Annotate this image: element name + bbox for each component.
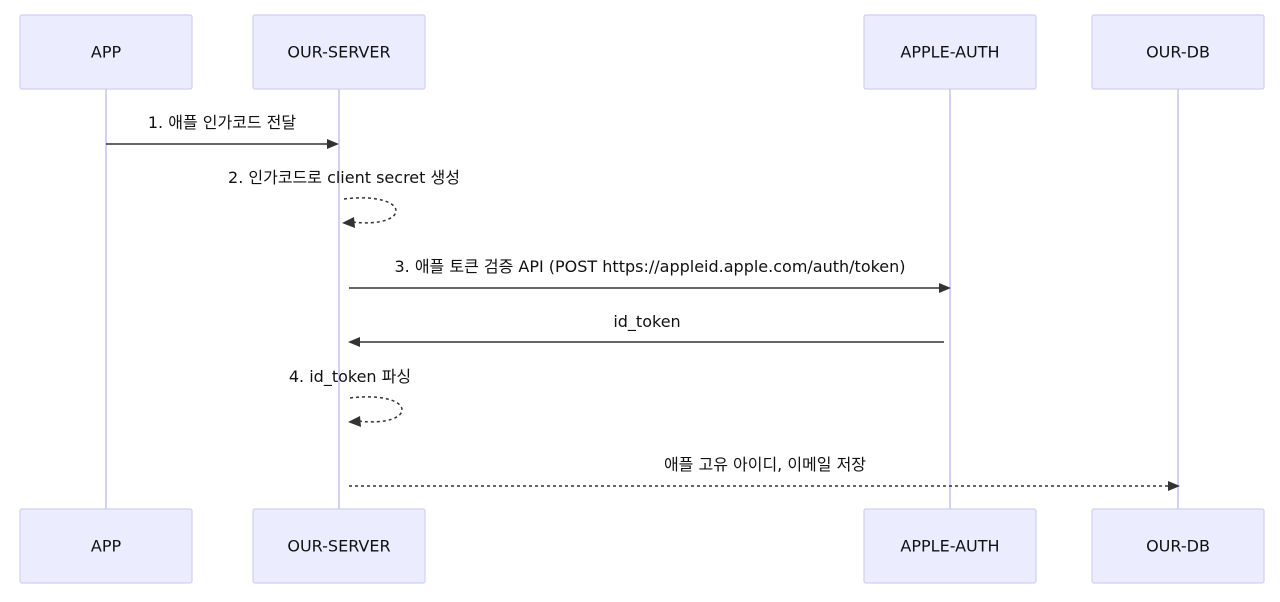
- message-id-token-reply: id_token: [348, 312, 944, 347]
- actors-bottom: APP OUR-SERVER APPLE-AUTH OUR-DB: [19, 508, 1265, 584]
- actor-server-label: OUR-SERVER: [287, 537, 390, 556]
- message-label: 2. 인가코드로 client secret 생성: [228, 168, 460, 187]
- self-loop-arrow: [343, 197, 397, 224]
- actor-server-bottom: OUR-SERVER: [252, 508, 426, 584]
- message-label: 3. 애플 토큰 검증 API (POST https://appleid.ap…: [394, 257, 905, 276]
- message-3: 3. 애플 토큰 검증 API (POST https://appleid.ap…: [349, 257, 951, 293]
- message-4: 4. id_token 파싱: [289, 367, 411, 427]
- actor-server-label: OUR-SERVER: [287, 43, 390, 62]
- arrowhead: [1168, 481, 1180, 491]
- message-label: 4. id_token 파싱: [289, 367, 411, 387]
- actors-top: APP OUR-SERVER APPLE-AUTH OUR-DB: [19, 14, 1265, 90]
- actor-app-label: APP: [91, 537, 122, 556]
- message-label: id_token: [613, 312, 680, 332]
- actor-db-bottom: OUR-DB: [1091, 508, 1265, 584]
- lifelines: [105, 89, 1179, 509]
- message-label: 애플 고유 아이디, 이메일 저장: [664, 455, 866, 474]
- arrowhead: [348, 337, 360, 347]
- actor-apple-auth-bottom: APPLE-AUTH: [863, 508, 1037, 584]
- arrowhead: [342, 217, 355, 228]
- actor-db-label: OUR-DB: [1146, 537, 1210, 556]
- message-5: 애플 고유 아이디, 이메일 저장: [349, 455, 1180, 491]
- actor-db-top: OUR-DB: [1091, 14, 1265, 90]
- arrowhead: [939, 283, 951, 293]
- arrowhead: [327, 139, 339, 149]
- actor-apple-auth-label: APPLE-AUTH: [900, 537, 999, 556]
- actor-app-bottom: APP: [19, 508, 193, 584]
- message-2: 2. 인가코드로 client secret 생성: [228, 168, 460, 228]
- arrowhead: [348, 416, 361, 427]
- actor-apple-auth-label: APPLE-AUTH: [900, 43, 999, 62]
- self-loop-arrow: [349, 396, 403, 423]
- actor-apple-auth-top: APPLE-AUTH: [863, 14, 1037, 90]
- actor-db-label: OUR-DB: [1146, 43, 1210, 62]
- actor-app-label: APP: [91, 43, 122, 62]
- message-1: 1. 애플 인가코드 전달: [106, 113, 339, 149]
- actor-app-top: APP: [19, 14, 193, 90]
- message-label: 1. 애플 인가코드 전달: [148, 113, 297, 132]
- actor-server-top: OUR-SERVER: [252, 14, 426, 90]
- messages: 1. 애플 인가코드 전달 2. 인가코드로 client secret 생성 …: [106, 113, 1180, 491]
